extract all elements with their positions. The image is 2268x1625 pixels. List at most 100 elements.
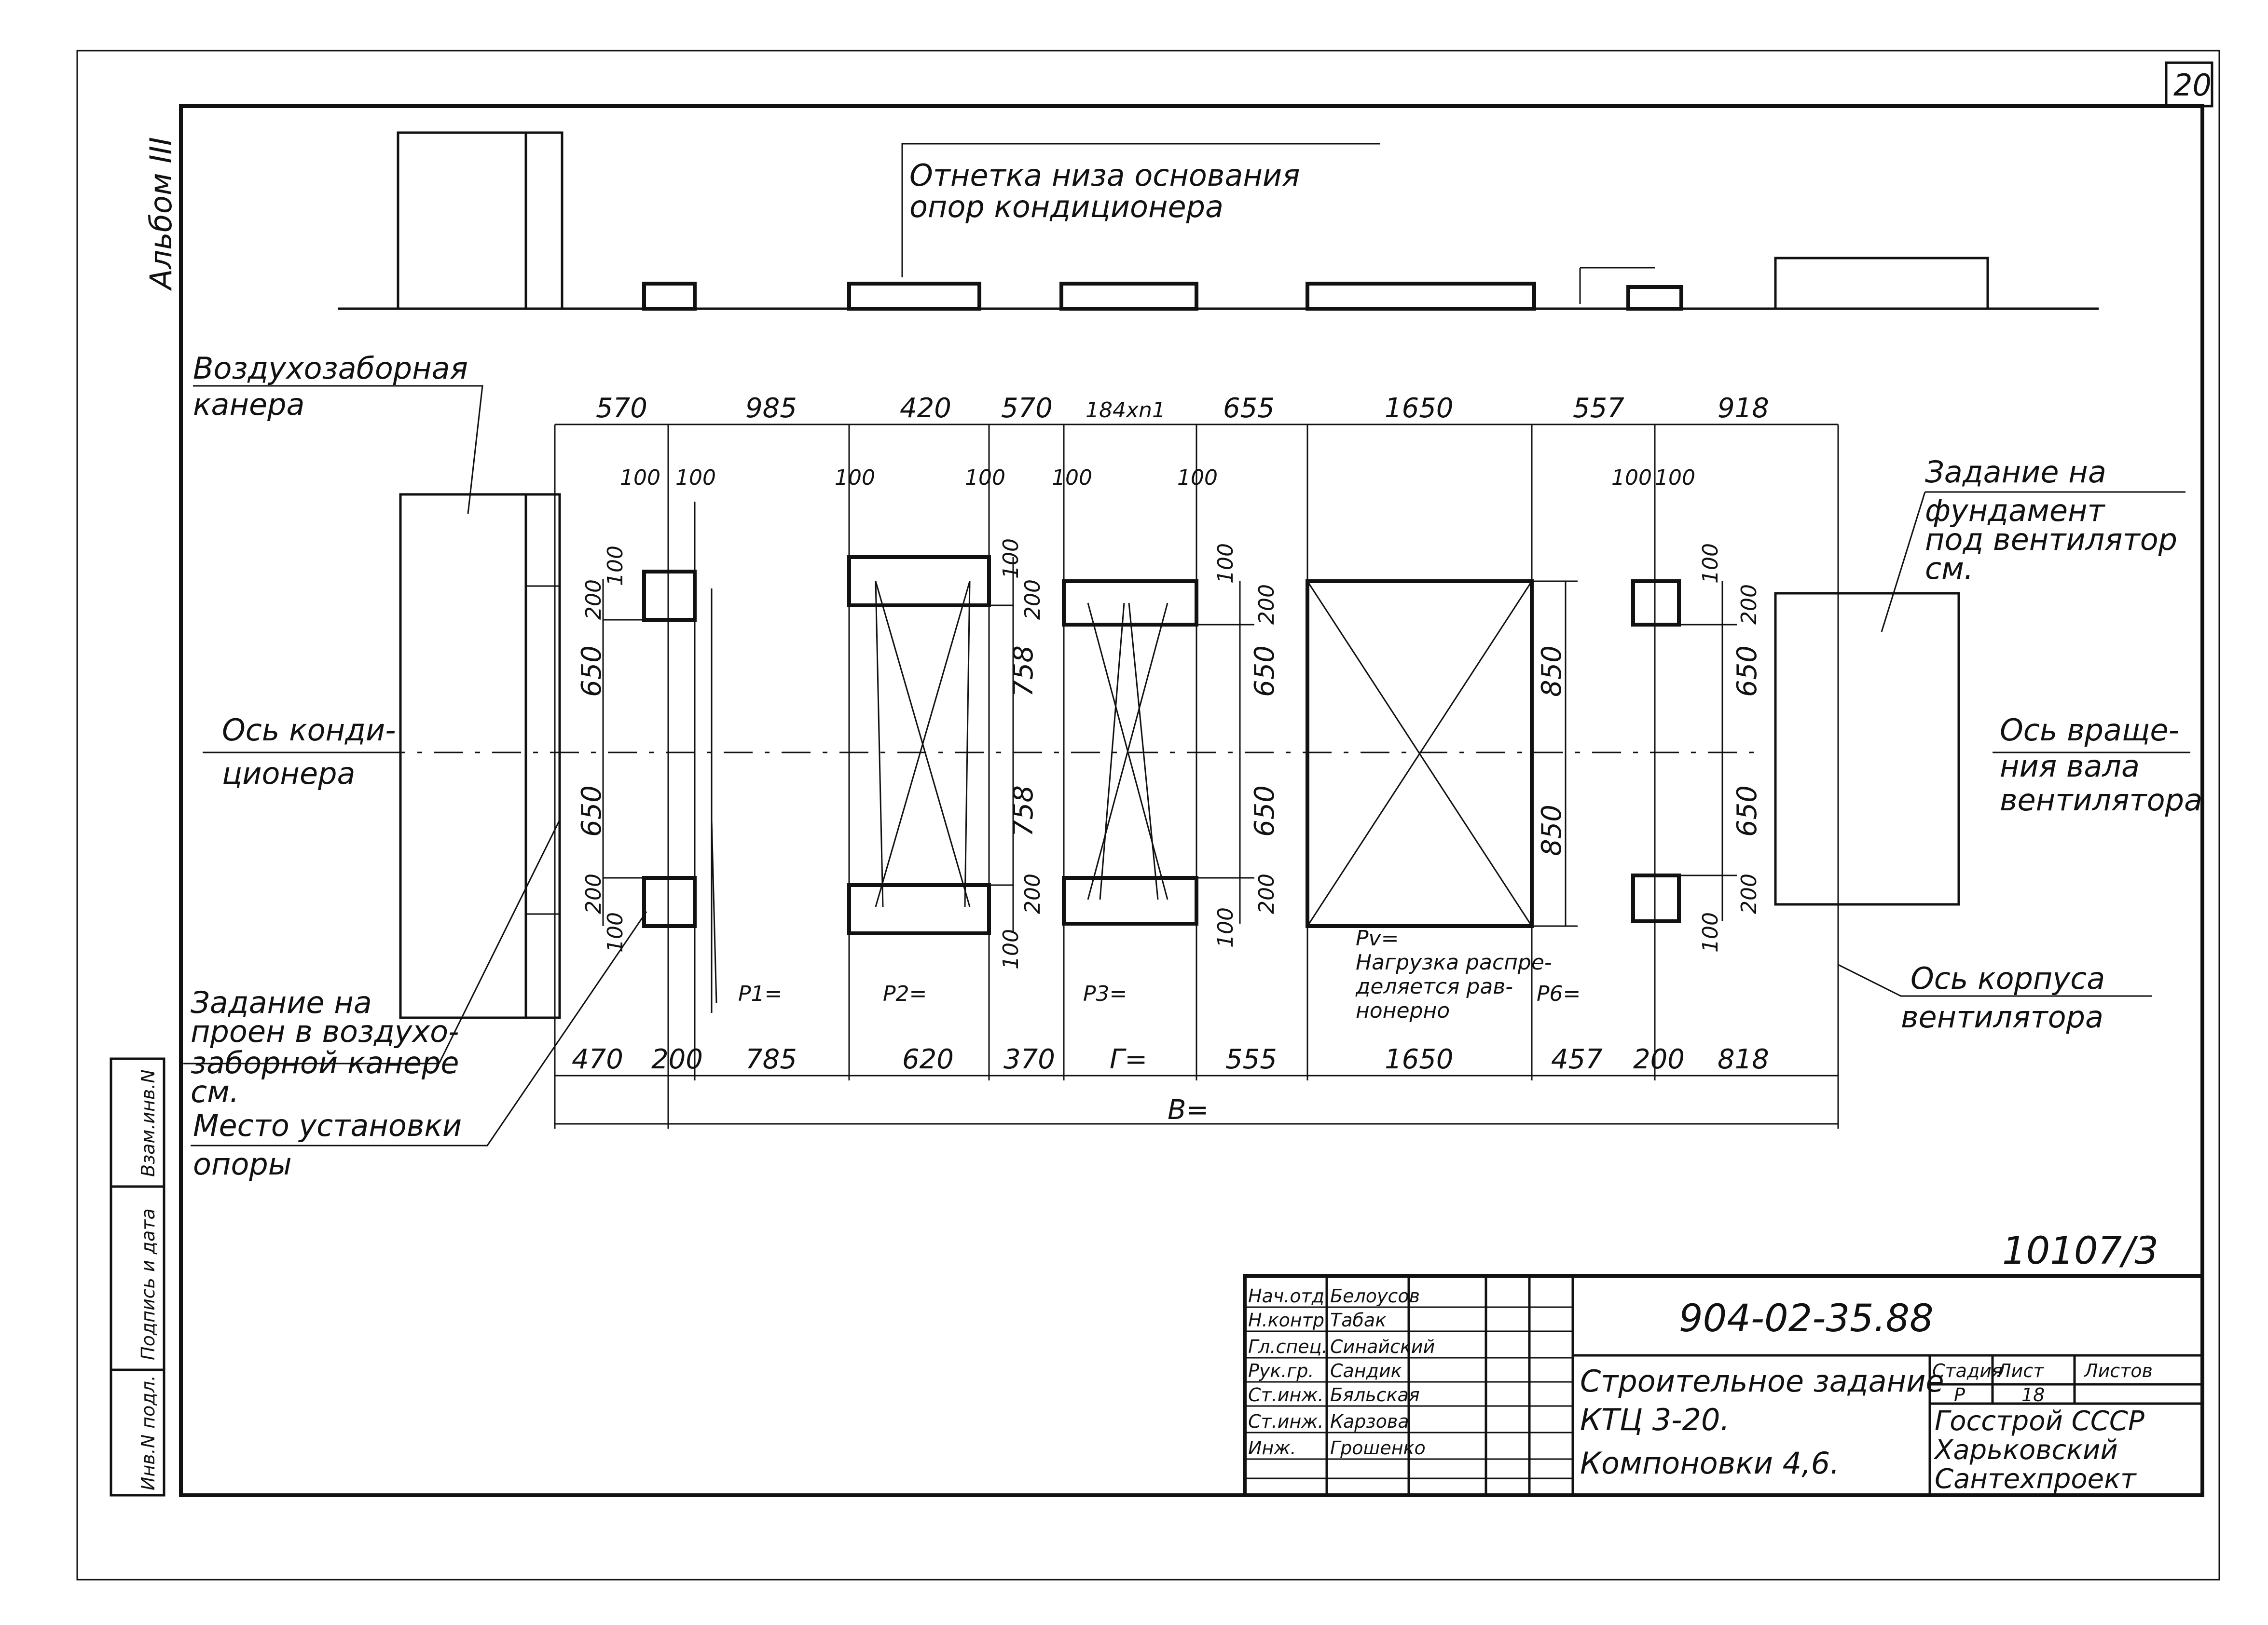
signer-role: Нач.отд. xyxy=(1248,1285,1330,1307)
dim-v-200-3: 200 xyxy=(1020,579,1045,620)
dim-v-100-5: 100 xyxy=(1213,543,1238,584)
signer-role: Ст.инж. xyxy=(1248,1411,1324,1432)
dim-v-200-6: 200 xyxy=(1254,874,1279,914)
side-stamp-sign-date: Подпись и дата xyxy=(137,1208,159,1360)
fan-axis-line2: ния вала xyxy=(2000,749,2140,784)
fan-foundation-line4: см. xyxy=(1925,551,1974,586)
dim-v-650-6: 650 xyxy=(1732,785,1763,837)
signer-role: Н.контр. xyxy=(1248,1310,1330,1331)
intake-label-line2: канера xyxy=(193,387,304,422)
dim-sub-5: 100 xyxy=(1052,465,1092,490)
dim-v-200-7: 200 xyxy=(1737,584,1761,625)
sheet-value: 18 xyxy=(2021,1384,2045,1406)
signer-name: Бяльская xyxy=(1330,1384,1420,1406)
signer-role: Инж. xyxy=(1248,1437,1296,1459)
opening-line1: Задание на xyxy=(191,985,372,1020)
signer-name: Карзова xyxy=(1330,1411,1409,1432)
axis-cond-line2: ционера xyxy=(222,756,355,791)
dim-bot-7: 555 xyxy=(1225,1044,1277,1075)
pv-note-line3: нонерно xyxy=(1356,998,1450,1023)
fan-foundation-line1: Задание на xyxy=(1925,454,2106,490)
dim-top-1: 570 xyxy=(596,393,647,424)
dim-v-200-4: 200 xyxy=(1020,874,1045,914)
dim-sub-1: 100 xyxy=(620,465,660,490)
dim-bot-6: Г= xyxy=(1110,1044,1147,1075)
stage-value: Р xyxy=(1954,1384,1965,1406)
fan-body-line2: вентилятора xyxy=(1901,999,2103,1035)
pv-note-line2: деляется рав- xyxy=(1355,974,1513,999)
album-label: Альбом III xyxy=(143,137,179,291)
signer-name: Табак xyxy=(1330,1310,1386,1331)
doc-code: 904-02-35.88 xyxy=(1679,1297,1934,1340)
fan-axis-line3: вентилятора xyxy=(2000,782,2202,818)
side-stamp xyxy=(110,1057,165,1497)
dim-v-850-2: 850 xyxy=(1536,805,1567,856)
dim-top-6: 655 xyxy=(1223,393,1275,424)
dim-top-7: 1650 xyxy=(1385,393,1454,424)
elevation-view xyxy=(338,131,2099,311)
dim-v-200-5: 200 xyxy=(1254,584,1279,625)
org-line2: Харьковский xyxy=(1933,1434,2118,1466)
title-line1: Строительное задание xyxy=(1580,1364,1944,1399)
dim-sub-4: 100 xyxy=(965,465,1005,490)
org-line1: Госстрой СССР xyxy=(1935,1406,2144,1437)
dim-bot-3: 785 xyxy=(745,1044,797,1075)
dim-bot-10: 200 xyxy=(1633,1044,1685,1075)
load-p1: P1= xyxy=(738,982,782,1006)
load-pv: Pv= xyxy=(1356,926,1399,951)
dim-v-758-1: 758 xyxy=(1008,645,1039,697)
opening-line3: заборной канере xyxy=(191,1045,459,1080)
dim-bot-1: 470 xyxy=(572,1044,623,1075)
title-line2: КТЦ 3-20. xyxy=(1580,1402,1730,1437)
fan-foundation-line3: под вентилятор xyxy=(1925,522,2177,557)
dim-sub-2: 100 xyxy=(675,465,716,490)
load-p6: P6= xyxy=(1537,982,1581,1006)
dim-v-100-3: 100 xyxy=(999,538,1023,579)
support-line2: опоры xyxy=(193,1147,292,1182)
sheet-frame xyxy=(76,50,2220,1581)
signer-role: Рук.гр. xyxy=(1248,1360,1314,1381)
side-stamp-inv-repl: Взам.инв.N xyxy=(137,1069,159,1177)
side-stamp-inv-orig: Инв.N подл. xyxy=(137,1375,159,1490)
load-p3: P3= xyxy=(1083,982,1127,1006)
title-block xyxy=(1243,1274,2204,1497)
dim-v-650-3: 650 xyxy=(1249,645,1280,697)
dim-total: B= xyxy=(1168,1094,1209,1126)
title-line3: Компоновки 4,6. xyxy=(1580,1446,1840,1481)
dim-bot-4: 620 xyxy=(902,1044,954,1075)
dim-top-8: 557 xyxy=(1573,393,1624,424)
dim-top-4: 570 xyxy=(1001,393,1053,424)
dim-v-100-7: 100 xyxy=(1698,543,1723,584)
signer-name: Синайский xyxy=(1330,1336,1435,1357)
stage-header: Стадия xyxy=(1932,1360,2003,1381)
stamp-number: 10107/3 xyxy=(2002,1229,2158,1273)
dim-v-100-8: 100 xyxy=(1698,912,1723,953)
org-line3: Сантехпроект xyxy=(1935,1463,2137,1495)
dim-v-200-1: 200 xyxy=(581,579,606,620)
dim-top-2: 985 xyxy=(745,393,797,424)
intake-label-line1: Воздухозаборная xyxy=(193,351,468,386)
signer-role: Ст.инж. xyxy=(1248,1384,1324,1406)
sheet-header: Лист xyxy=(1996,1360,2045,1381)
support-line1: Место установки xyxy=(193,1108,462,1143)
elevation-note-line1: Отнетка низа основания xyxy=(909,158,1300,193)
dim-bot-8: 1650 xyxy=(1385,1044,1454,1075)
sheet-number: 20 xyxy=(2173,68,2212,103)
dim-v-100-4: 100 xyxy=(999,929,1023,970)
dim-sub-8: 100 xyxy=(1655,465,1695,490)
dim-sub-3: 100 xyxy=(835,465,875,490)
dim-v-200-8: 200 xyxy=(1737,874,1761,914)
dim-v-650-5: 650 xyxy=(1732,645,1763,697)
fan-body-line1: Ось корпуса xyxy=(1911,961,2105,996)
signer-name: Сандик xyxy=(1330,1360,1402,1381)
dim-v-100-1: 100 xyxy=(603,546,628,586)
dim-bot-5: 370 xyxy=(1003,1044,1055,1075)
sheets-header: Листов xyxy=(2083,1360,2153,1381)
dim-v-758-2: 758 xyxy=(1008,785,1039,837)
dim-bot-9: 457 xyxy=(1551,1044,1603,1075)
signer-name: Белоусов xyxy=(1330,1285,1420,1307)
dim-v-200-2: 200 xyxy=(581,874,606,914)
dim-sub-6: 100 xyxy=(1177,465,1218,490)
signer-name: Грошенко xyxy=(1330,1437,1426,1459)
